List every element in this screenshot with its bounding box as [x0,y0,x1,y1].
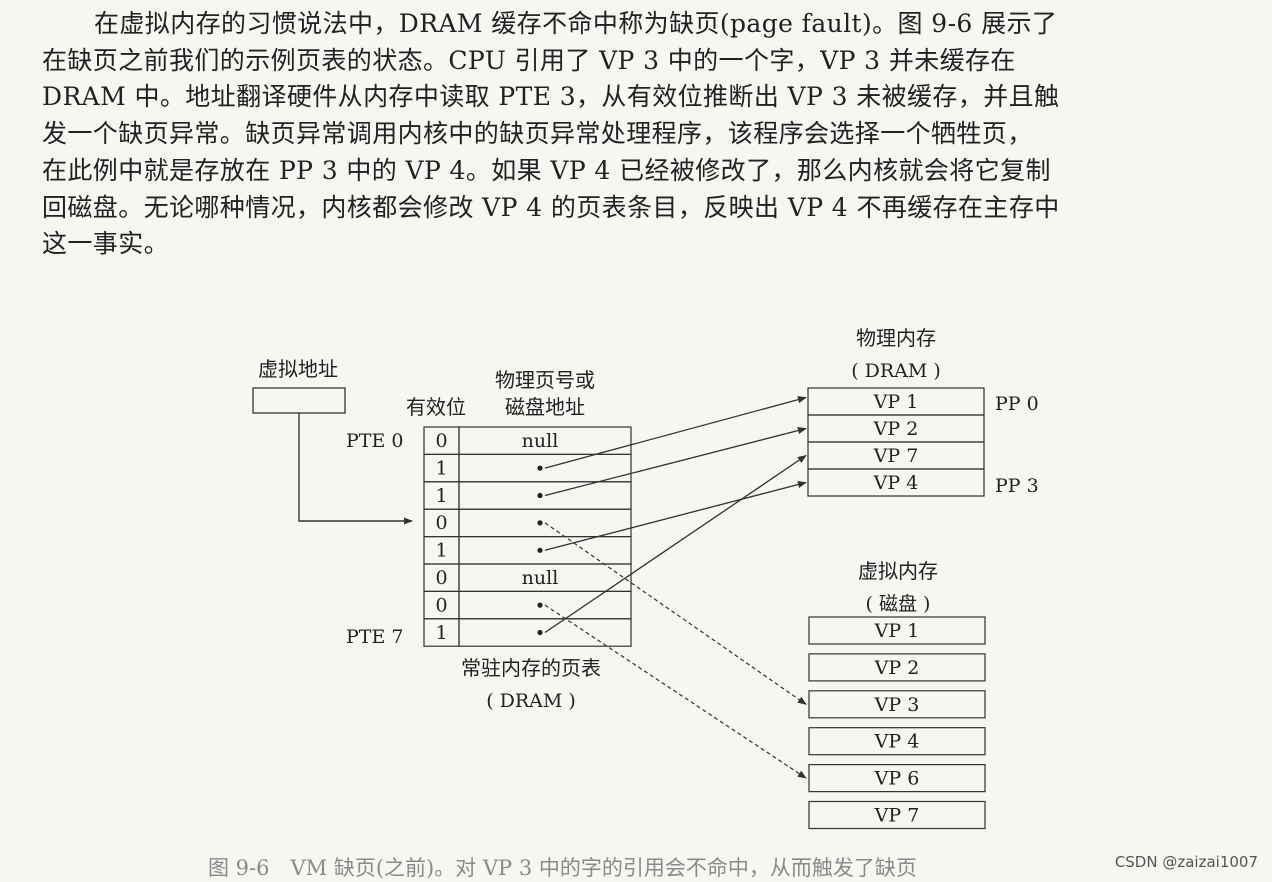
page-table-row: 1 [423,535,632,565]
disk-page: VP 3 [808,690,986,719]
cached-page-arrow [544,454,807,634]
pointer-dot [537,465,543,471]
page-table-row: 0 null [423,426,632,455]
pointer-dot [537,520,543,526]
disk-page: VP 2 [808,653,986,682]
cached-page-arrow [544,427,807,497]
virtual-address-arrow [298,413,413,525]
disk-page: VP 4 [808,727,986,756]
physical-page: VP 1 [807,387,985,416]
valid-bit-value: 0 [435,567,447,589]
physical-page-label: VP 2 [873,418,919,440]
virtual-address-label: 虚拟地址 [258,357,338,381]
ppn-header-line2: 磁盘地址 [505,395,585,419]
null-entry: null [522,430,559,452]
pte-last-label: PTE 7 [346,626,403,648]
physical-page-label: VP 1 [873,391,919,413]
virtual-memory-title-line1: 虚拟内存 [858,559,938,583]
page-table-row: 1 [423,453,632,483]
pp-last-label: PP 3 [995,475,1039,497]
page-table-row: 0 null [423,563,632,592]
figure-caption: 图 9-6 VM 缺页(之前)。对 VP 3 中的字的引用会不命中，从而触发了缺… [208,856,917,880]
watermark: CSDN @zaizai1007 [1114,853,1258,871]
physical-page: VP 2 [807,414,985,443]
body-paragraph: 在虚拟内存的习惯说法中，DRAM 缓存不命中称为缺页(page fault)。图… [42,6,1252,263]
paragraph-line: 发一个缺页异常。缺页异常调用内核中的缺页异常处理程序，该程序会选择一个牺牲页， [42,119,1033,149]
page-table-caption-line1: 常驻内存的页表 [461,656,601,680]
physical-page-label: VP 4 [873,472,919,494]
pte-first-label: PTE 0 [346,430,403,452]
valid-bit-header: 有效位 [406,395,466,419]
ppn-header-line1: 物理页号或 [495,368,595,392]
physical-memory-title-line1: 物理内存 [856,326,936,350]
physical-memory: VP 1 VP 2 VP 7 VP 4 [807,387,985,497]
address-cell [458,618,632,647]
valid-bit-value: 1 [435,622,447,644]
disk-page-label: VP 1 [874,620,920,642]
paragraph-line: 在虚拟内存的习惯说法中，DRAM 缓存不命中称为缺页(page fault)。图… [94,9,1058,38]
page-table-row: 0 [423,508,632,538]
page-table-row: 1 [423,618,632,647]
pointer-dot [537,492,543,499]
disk-page-box [808,616,986,645]
null-entry: null [522,567,559,589]
disk-page-label: VP 6 [874,768,920,790]
physical-memory-title-line2: ( DRAM ) [851,360,941,382]
physical-page-box [807,468,985,497]
disk-page: VP 6 [808,763,986,793]
pp-first-label: PP 0 [995,393,1039,415]
disk-page-label: VP 7 [874,805,920,827]
cached-page-arrow [544,481,807,551]
pointer-dot [537,629,543,636]
paragraph-line: DRAM 中。地址翻译硬件从内存中读取 PTE 3，从有效位推断出 VP 3 未… [42,82,1060,112]
physical-page-label: VP 7 [873,445,919,467]
disk-page: VP 1 [808,616,986,645]
pointer-dot [537,547,543,553]
pointer-dot [537,602,543,608]
disk-page-label: VP 3 [874,694,920,716]
disk-page-box [808,653,986,682]
uncached-page-arrow [544,522,807,705]
cached-page-arrow [544,396,807,469]
mapping-arrows [544,396,807,779]
disk-page: VP 7 [808,800,986,830]
disk-page-box [808,763,986,793]
disk-page-label: VP 2 [874,657,920,679]
valid-bit-value: 0 [435,430,447,452]
page-table-caption-line2: ( DRAM ) [486,690,576,712]
disk-page-box [808,727,986,756]
page-table: 0 null 1 1 0 1 0 null 0 1 [423,426,632,647]
virtual-memory-disk: VP 1 VP 2 VP 3 VP 4 VP 6 VP 7 [808,616,986,830]
physical-page: VP 4 [807,468,985,497]
valid-bit-value: 1 [435,540,447,562]
disk-page-box [808,690,986,719]
paragraph-line: 在缺页之前我们的示例页表的状态。CPU 引用了 VP 3 中的一个字，VP 3 … [42,45,1016,75]
disk-page-label: VP 4 [874,731,920,753]
valid-bit-value: 1 [435,457,447,479]
valid-bit-value: 1 [435,485,447,507]
paragraph-line: 回磁盘。无论哪种情况，内核都会修改 VP 4 的页表条目，反映出 VP 4 不再… [42,192,1060,222]
valid-bit-value: 0 [435,512,447,534]
disk-page-box [808,800,986,830]
virtual-address-box [252,387,346,414]
paragraph-line: 在此例中就是存放在 PP 3 中的 VP 4。如果 VP 4 已经被修改了，那么… [42,155,1051,185]
physical-page: VP 7 [807,441,985,470]
paragraph-line: 这一事实。 [42,229,170,259]
virtual-memory-title-line2: ( 磁盘 ) [866,593,931,615]
valid-bit-value: 0 [435,594,447,616]
uncached-page-arrow [544,604,807,779]
page-table-row: 1 [423,481,632,510]
